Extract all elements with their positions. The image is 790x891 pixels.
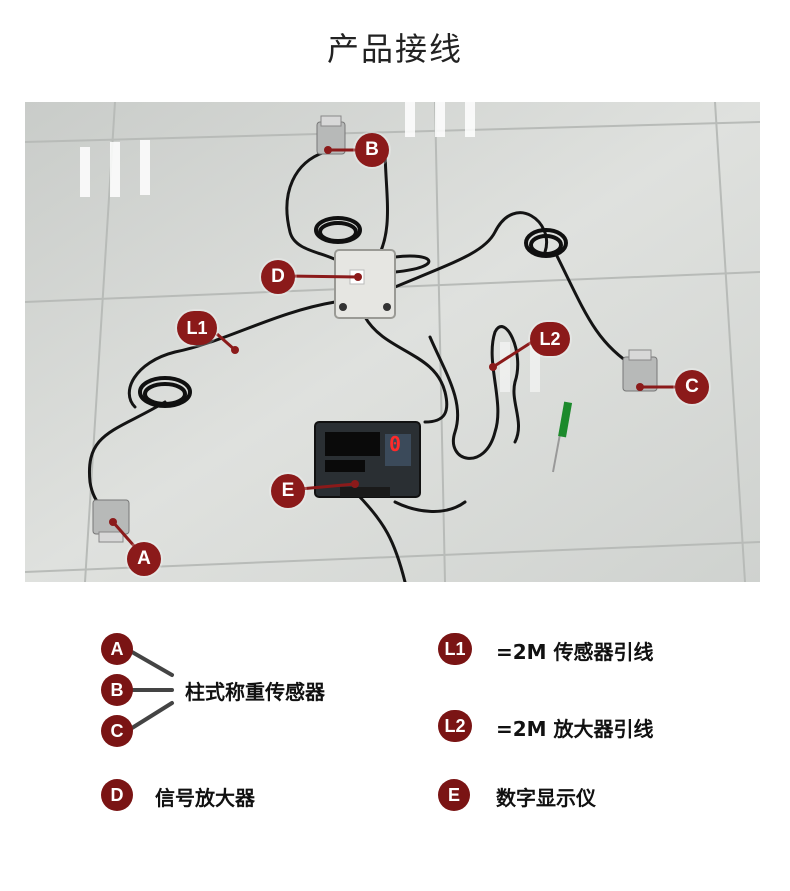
marker-a: A bbox=[127, 542, 161, 576]
legend-marker-l2: L2 bbox=[438, 710, 472, 742]
load-cell-a bbox=[92, 499, 130, 543]
legend-marker-a: A bbox=[101, 633, 133, 665]
marker-b: B bbox=[355, 133, 389, 167]
wiring-photo: 0 B C A D E L1 L2 bbox=[25, 102, 760, 582]
legend-marker-b: B bbox=[101, 674, 133, 706]
floor-scene bbox=[25, 102, 760, 582]
marker-c: C bbox=[675, 370, 709, 404]
marker-e: E bbox=[271, 474, 305, 508]
page-title: 产品接线 bbox=[326, 30, 463, 68]
legend-l2-desc: =2M 放大器引线 bbox=[496, 717, 654, 741]
screwdriver bbox=[552, 401, 573, 473]
legend-l1-desc: =2M 传感器引线 bbox=[496, 640, 654, 664]
legend-d-desc: 信号放大器 bbox=[155, 786, 255, 810]
marker-d: D bbox=[261, 260, 295, 294]
load-cell-b bbox=[316, 115, 346, 155]
legend-marker-l1: L1 bbox=[438, 633, 472, 665]
legend-sensor-group: 柱式称重传感器 bbox=[185, 680, 325, 704]
marker-l2: L2 bbox=[530, 322, 570, 356]
legend-marker-c: C bbox=[101, 715, 133, 747]
digital-display bbox=[314, 421, 421, 498]
legend-marker-e: E bbox=[438, 779, 470, 811]
display-reading: 0 bbox=[388, 432, 402, 456]
legend-marker-d: D bbox=[101, 779, 133, 811]
marker-l1: L1 bbox=[177, 311, 217, 345]
amplifier-box bbox=[334, 249, 396, 319]
legend-e-desc: 数字显示仪 bbox=[496, 786, 596, 810]
